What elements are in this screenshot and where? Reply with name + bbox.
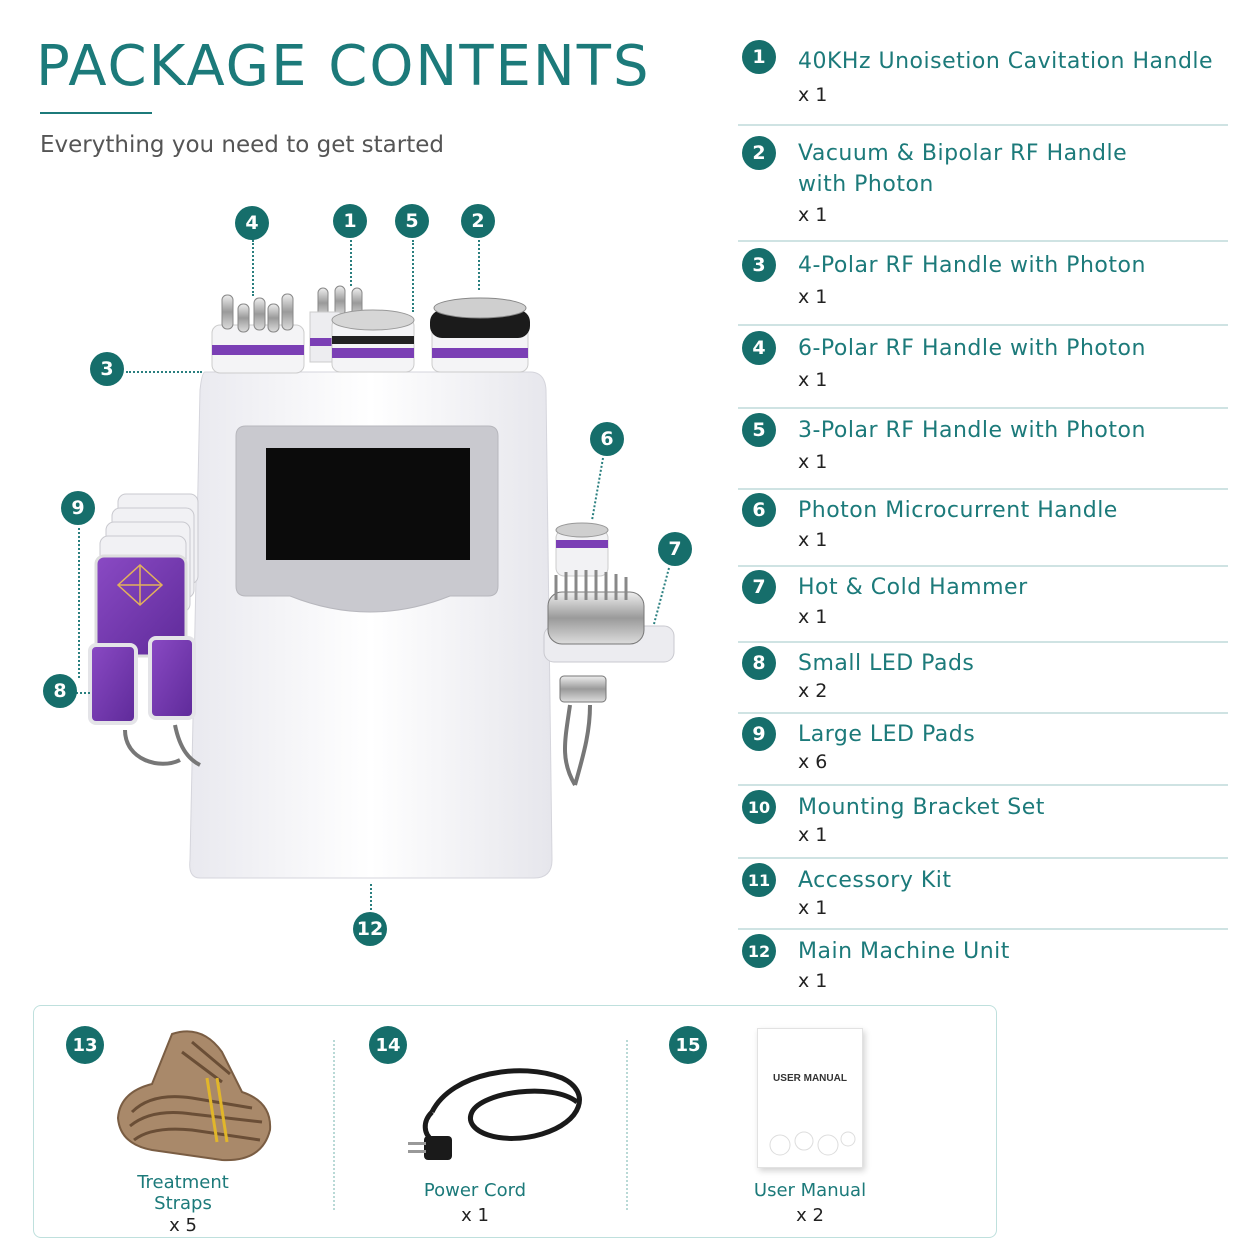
item-quantity: x 1 bbox=[798, 286, 828, 308]
item-name: Accessory Kit bbox=[798, 868, 952, 893]
small-led-pad bbox=[88, 643, 138, 725]
divider bbox=[333, 1040, 335, 1210]
item-quantity: x 6 bbox=[798, 751, 828, 773]
item-name: 4-Polar RF Handle with Photon bbox=[798, 253, 1146, 278]
callout-badge: 8 bbox=[43, 674, 77, 708]
item-quantity: x 1 bbox=[798, 824, 828, 846]
callout-badge: 3 bbox=[90, 352, 124, 386]
divider bbox=[738, 857, 1228, 859]
accessory-quantity: x 5 bbox=[169, 1215, 197, 1236]
item-number-badge: 9 bbox=[742, 717, 776, 751]
callout-badge: 9 bbox=[61, 491, 95, 525]
manual-cover-title: USER MANUAL bbox=[773, 1073, 847, 1084]
divider bbox=[738, 240, 1228, 242]
accessory-label: Treatment Straps bbox=[112, 1172, 254, 1214]
item-number-badge: 6 bbox=[742, 493, 776, 527]
accessory-label-line1: Treatment bbox=[137, 1172, 229, 1193]
item-quantity: x 1 bbox=[798, 897, 828, 919]
item-number-badge: 7 bbox=[742, 570, 776, 604]
manual-cover-graphic bbox=[769, 1131, 856, 1156]
callout-badge: 7 bbox=[658, 532, 692, 566]
divider bbox=[626, 1040, 628, 1210]
divider bbox=[738, 641, 1228, 643]
item-number-badge: 8 bbox=[742, 646, 776, 680]
divider bbox=[738, 124, 1228, 126]
item-number-badge: 2 bbox=[742, 136, 776, 170]
accessory-number-badge: 14 bbox=[369, 1026, 407, 1064]
large-led-pad bbox=[94, 554, 188, 658]
machine-illustration bbox=[88, 285, 675, 879]
callout-badge: 12 bbox=[353, 912, 387, 946]
accessory-quantity: x 2 bbox=[796, 1205, 824, 1226]
leader-line bbox=[350, 240, 352, 286]
accessories-panel bbox=[33, 1005, 997, 1238]
divider bbox=[738, 928, 1228, 930]
leader-line bbox=[370, 884, 372, 910]
accessory-quantity: x 1 bbox=[461, 1205, 489, 1226]
accessory-label-line2: Straps bbox=[154, 1193, 212, 1214]
callout-badge: 1 bbox=[333, 204, 367, 238]
item-number-badge: 11 bbox=[742, 863, 776, 897]
item-number-badge: 12 bbox=[742, 934, 776, 968]
item-quantity: x 2 bbox=[798, 680, 828, 702]
item-number-badge: 4 bbox=[742, 331, 776, 365]
screen bbox=[266, 448, 470, 560]
item-quantity: x 1 bbox=[798, 369, 828, 391]
item-quantity: x 1 bbox=[798, 451, 828, 473]
page-title: PACKAGE CONTENTS bbox=[36, 34, 651, 99]
accessory-number-badge: 13 bbox=[66, 1026, 104, 1064]
item-quantity: x 1 bbox=[798, 606, 828, 628]
item-name: Small LED Pads bbox=[798, 651, 975, 676]
item-name: Large LED Pads bbox=[798, 722, 976, 747]
divider bbox=[738, 565, 1228, 567]
accessory-label: Power Cord bbox=[423, 1180, 527, 1201]
item-quantity: x 1 bbox=[798, 529, 828, 551]
leader-line bbox=[78, 528, 80, 678]
item-name: Vacuum & Bipolar RF Handle with Photon bbox=[798, 138, 1127, 200]
accessory-number-badge: 15 bbox=[669, 1026, 707, 1064]
item-number-badge: 3 bbox=[742, 248, 776, 282]
item-number-badge: 10 bbox=[742, 790, 776, 824]
item-name-line2: with Photon bbox=[798, 172, 934, 197]
divider bbox=[738, 407, 1228, 409]
user-manual-image: USER MANUAL bbox=[757, 1028, 863, 1168]
divider bbox=[738, 488, 1228, 490]
item-number-badge: 5 bbox=[742, 413, 776, 447]
power-cord-image bbox=[408, 1068, 582, 1160]
item-quantity: x 1 bbox=[798, 204, 828, 226]
leader-line bbox=[412, 240, 414, 312]
item-quantity: x 1 bbox=[798, 84, 828, 106]
callout-badge: 2 bbox=[461, 204, 495, 238]
item-name: Hot & Cold Hammer bbox=[798, 575, 1028, 600]
page-subtitle: Everything you need to get started bbox=[40, 132, 444, 158]
leader-line bbox=[252, 240, 254, 296]
item-name: 3-Polar RF Handle with Photon bbox=[798, 418, 1146, 443]
item-name: Main Machine Unit bbox=[798, 939, 1010, 964]
item-name: 40KHz Unoisetion Cavitation Handle bbox=[798, 49, 1214, 74]
item-quantity: x 1 bbox=[798, 970, 828, 992]
item-name-line1: Vacuum & Bipolar RF Handle bbox=[798, 141, 1128, 166]
leader-line bbox=[126, 371, 202, 373]
leader-line bbox=[76, 692, 90, 694]
item-name: Photon Microcurrent Handle bbox=[798, 498, 1118, 523]
leader-line bbox=[478, 240, 480, 290]
callout-badge: 6 bbox=[590, 422, 624, 456]
item-number-badge: 1 bbox=[742, 40, 776, 74]
accessory-label: User Manual bbox=[753, 1180, 867, 1201]
divider bbox=[738, 784, 1228, 786]
callout-badge: 5 bbox=[395, 204, 429, 238]
title-underline bbox=[40, 112, 152, 114]
callout-badge: 4 bbox=[235, 206, 269, 240]
divider bbox=[738, 712, 1228, 714]
item-name: 6-Polar RF Handle with Photon bbox=[798, 336, 1146, 361]
divider bbox=[738, 324, 1228, 326]
small-led-pad bbox=[148, 636, 196, 720]
treatment-straps-image bbox=[116, 1030, 272, 1162]
item-name: Mounting Bracket Set bbox=[798, 795, 1045, 820]
